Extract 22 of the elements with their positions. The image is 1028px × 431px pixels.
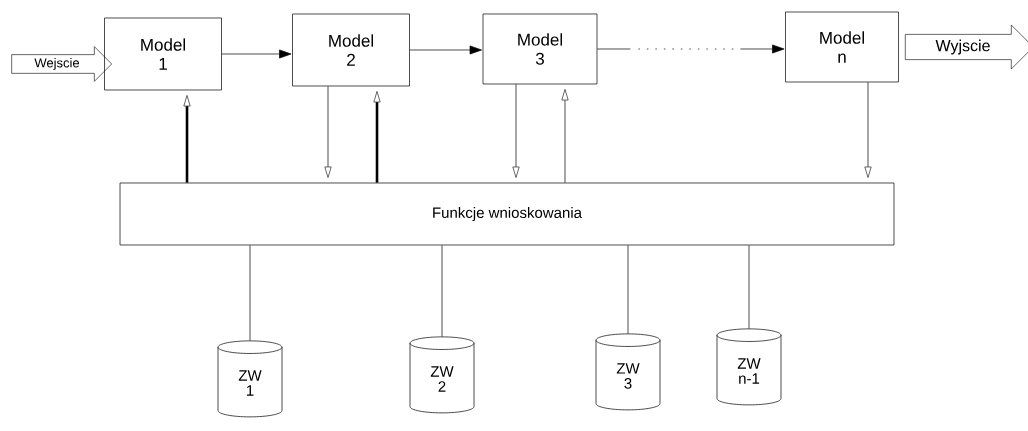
knowledge-base-cylinder: ZW 3: [595, 333, 661, 411]
arrow: [221, 49, 292, 59]
arrow: [561, 89, 569, 183]
connector-line: [627, 245, 629, 334]
knowledge-base-cylinder: ZW n-1: [716, 328, 782, 406]
model-box: Model 3: [482, 13, 598, 85]
inference-box: Funkcje wnioskowania: [119, 182, 895, 246]
knowledge-base-cylinder: ZW 1: [217, 340, 283, 418]
arrow: [183, 95, 191, 183]
arrow: [864, 82, 872, 178]
arrow: [373, 91, 381, 183]
arrow: [324, 86, 332, 178]
connector-line: [748, 245, 750, 329]
knowledge-base-cylinder: ZW 2: [409, 336, 475, 414]
arrow: [512, 84, 520, 178]
model-box: Model 2: [292, 13, 410, 87]
connector-line: [441, 245, 443, 337]
arrow: [409, 45, 482, 55]
model-box: Model n: [785, 11, 899, 83]
model-box: Model 1: [104, 17, 222, 91]
connector-line: [249, 245, 251, 341]
arrow: [597, 44, 785, 54]
